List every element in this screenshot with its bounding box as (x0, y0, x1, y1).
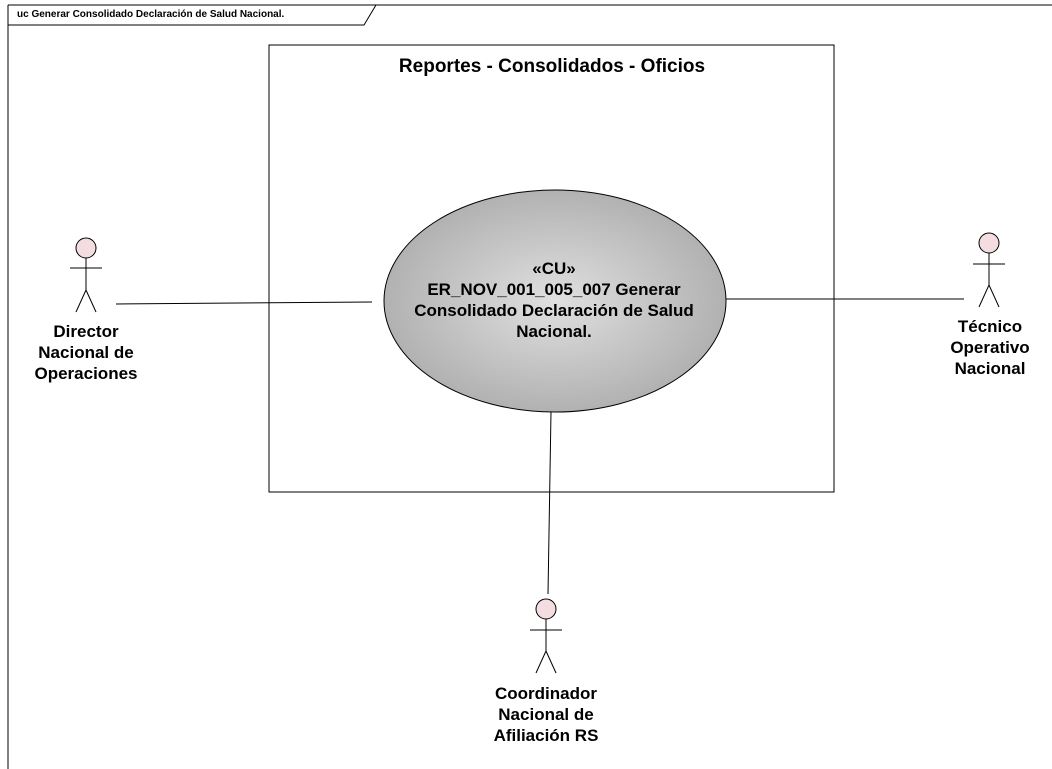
actor-coordinador-figure[interactable] (530, 598, 562, 674)
use-case-name-line-2: Consolidado Declaración de Salud (414, 301, 694, 320)
use-case-label[interactable]: «CU» ER_NOV_001_005_007 Generar Consolid… (384, 258, 724, 342)
actor-coordinador-line-2: Nacional de (498, 705, 594, 724)
association-coordinador[interactable] (547, 411, 552, 595)
actor-coordinador-line-3: Afiliación RS (493, 726, 599, 745)
association-director[interactable] (115, 301, 373, 305)
boundary-title: Reportes - Consolidados - Oficios (398, 56, 706, 77)
frame-title: uc Generar Consolidado Declaración de Sa… (17, 9, 285, 20)
actor-tecnico-line-1: Técnico (957, 317, 1023, 336)
actor-director-line-2: Nacional de (38, 343, 134, 362)
actor-tecnico-head (978, 232, 1000, 254)
use-case-stereotype: «CU» (532, 259, 576, 278)
actor-director-figure[interactable] (70, 237, 102, 313)
actor-coordinador-head (535, 598, 557, 620)
actor-director-line-3: Operaciones (34, 364, 138, 383)
actor-coordinador-line-1: Coordinador (495, 684, 597, 703)
use-case-ellipse[interactable] (383, 189, 727, 413)
diagram-frame (7, 4, 1052, 769)
actor-tecnico-line-2: Operativo (950, 338, 1030, 357)
actor-tecnico-label: Técnico Operativo Nacional (935, 316, 1045, 379)
use-case-name-line-1: ER_NOV_001_005_007 Generar (427, 280, 681, 299)
frame-tab (8, 4, 377, 26)
actor-director-line-1: Director (53, 322, 119, 341)
use-case-name-line-3: Nacional. (516, 322, 592, 341)
actor-director-label: Director Nacional de Operaciones (16, 321, 156, 384)
actor-tecnico-figure[interactable] (973, 232, 1005, 308)
actor-coordinador-label: Coordinador Nacional de Afiliación RS (476, 683, 616, 746)
actor-director-head (75, 237, 97, 259)
actor-tecnico-line-3: Nacional (954, 359, 1026, 378)
